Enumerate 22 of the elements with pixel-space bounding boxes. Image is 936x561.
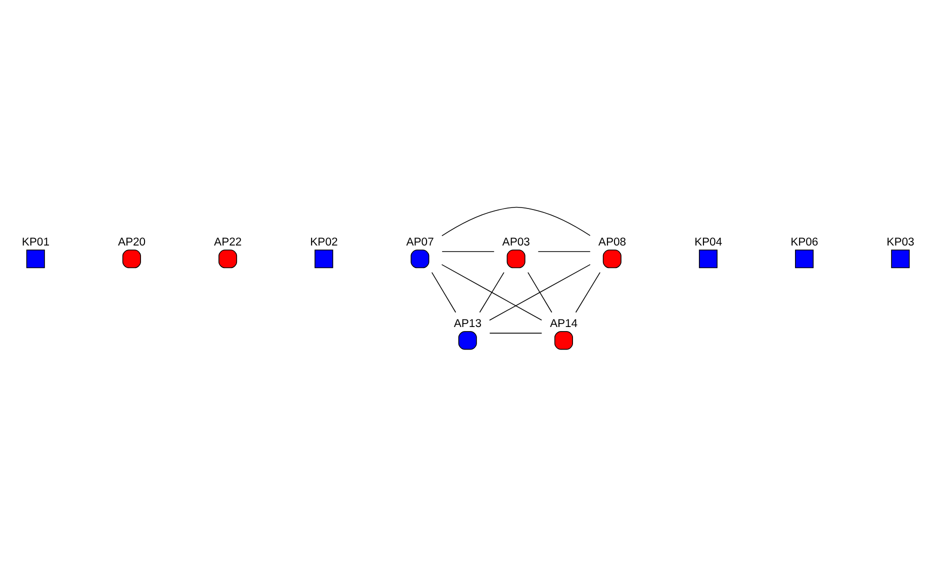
node-label: KP06: [790, 236, 818, 248]
connector: [442, 206, 590, 236]
node-label: AP22: [214, 236, 242, 248]
connector: [575, 272, 600, 313]
connector: [528, 272, 552, 313]
node-label: KP03: [886, 236, 914, 248]
connector: [441, 264, 542, 321]
connector: [442, 251, 494, 252]
connector: [538, 251, 591, 252]
node-label: AP03: [502, 236, 530, 248]
node-label: AP13: [454, 318, 482, 330]
node-label: KP02: [310, 236, 338, 248]
node-label: KP01: [22, 236, 50, 248]
node-label: KP04: [694, 236, 722, 248]
node-label: AP20: [118, 236, 146, 248]
node-label: AP07: [406, 236, 434, 248]
connector: [489, 264, 591, 321]
node-label: AP14: [550, 318, 578, 330]
node-label: AP08: [598, 236, 626, 248]
connector: [479, 272, 504, 313]
connector: [489, 332, 542, 334]
connector: [431, 272, 456, 313]
